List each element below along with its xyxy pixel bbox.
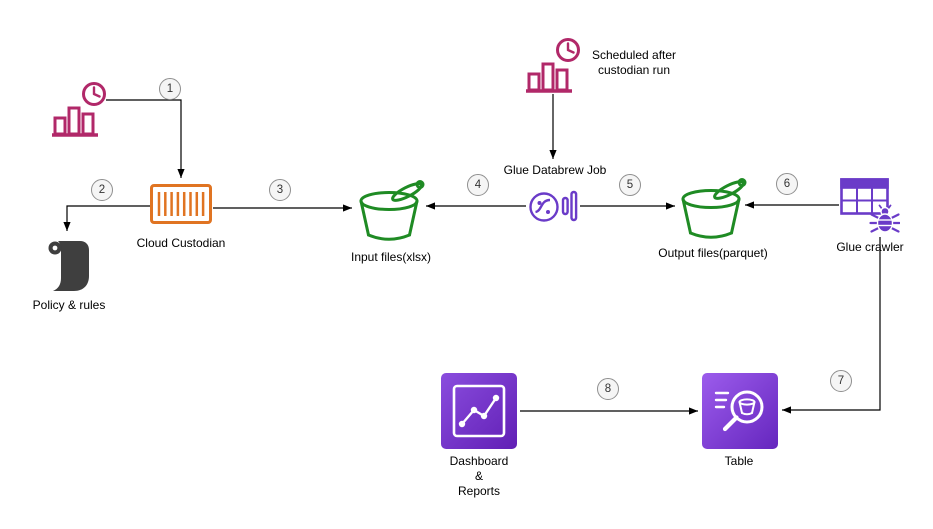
dashboard-icon [441,373,517,449]
step-badge-5: 5 [619,174,641,196]
output-bucket-label: Output files(parquet) [658,246,768,260]
step-badge-6: 6 [776,173,798,195]
input-s3-bucket-icon [356,180,426,244]
output-s3-bucket-icon [678,178,748,242]
table-icon [702,373,778,449]
databrew-job-label: Glue Databrew Job [503,163,607,177]
scheduled-event-icon-2 [526,38,580,94]
schedule-note-label: Scheduled after custodian run [591,48,677,77]
table-label: Table [724,454,754,468]
arrow-custodian-to-policy [63,205,150,231]
cloud-custodian-icon [150,184,212,224]
glue-crawler-label: Glue crawler [836,240,904,254]
step-badge-7: 7 [830,370,852,392]
dashboard-label: Dashboard & Reports [449,454,509,498]
arrow-schedule-to-custodian [106,99,185,178]
cloud-custodian-label: Cloud Custodian [136,236,226,250]
input-bucket-label: Input files(xlsx) [350,250,432,264]
policy-rules-label: Policy & rules [32,298,106,312]
scheduled-event-icon [52,82,106,138]
step-badge-1: 1 [159,78,181,100]
glue-databrew-icon [527,182,579,230]
step-badge-3: 3 [269,179,291,201]
glue-crawler-icon [840,178,900,236]
step-badge-2: 2 [91,179,113,201]
step-badge-4: 4 [467,174,489,196]
policy-scroll-icon [45,238,93,294]
step-badge-8: 8 [597,378,619,400]
